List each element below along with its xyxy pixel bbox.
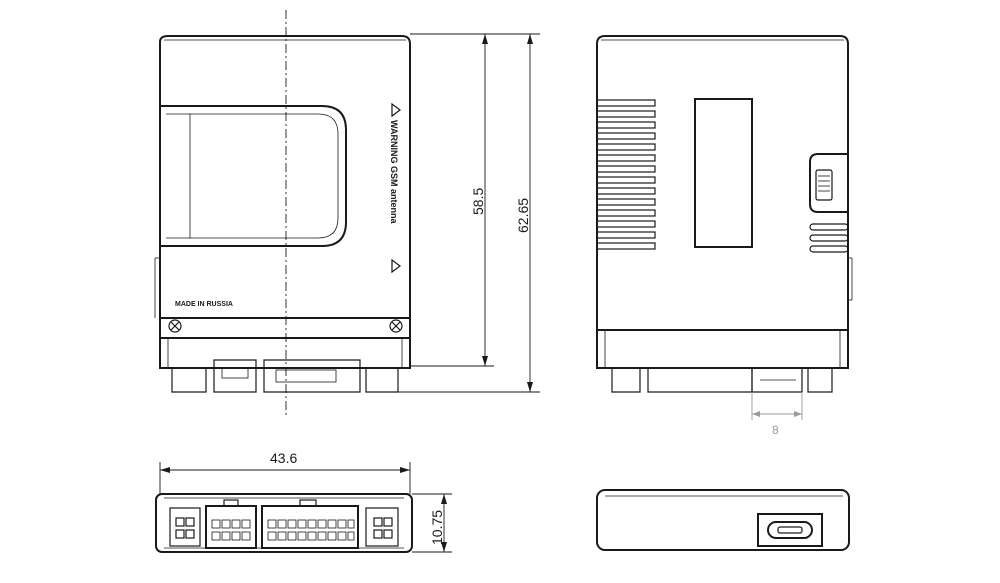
dim-height-total: 62.65 — [515, 198, 531, 233]
dim-depth: 10.75 — [429, 510, 445, 545]
front-body — [159, 35, 411, 319]
arrow-up-icon — [391, 102, 401, 118]
pin-spacing-dimension: 8 — [751, 392, 803, 437]
connector-block — [159, 337, 411, 369]
bottom-body — [155, 493, 413, 553]
sticker-area — [694, 98, 753, 248]
back-view — [596, 35, 853, 393]
label-window — [160, 105, 347, 247]
back-connector-block — [596, 329, 849, 369]
height-dimensions: 58.5 62.65 — [398, 33, 540, 393]
side-view — [596, 489, 850, 551]
arrow-down-icon — [391, 258, 401, 274]
connector-2x4 — [205, 505, 257, 549]
screw-left-icon — [168, 319, 182, 333]
back-body — [596, 35, 849, 331]
bottom-view: 43.6 — [155, 450, 452, 553]
screw-band — [159, 317, 411, 339]
tab-2 — [213, 359, 257, 393]
dim-height-inner: 58.5 — [470, 188, 486, 215]
screw-right-icon — [389, 319, 403, 333]
dim-pin-spacing: 8 — [772, 423, 779, 437]
connector-left — [169, 507, 201, 547]
vent-grille — [596, 99, 656, 250]
warning-label: WARNING GSM antenna — [389, 120, 399, 224]
made-in-label: MADE IN RUSSIA — [175, 301, 233, 308]
micro-usb-recess — [757, 513, 823, 547]
micro-usb-icon — [767, 521, 813, 539]
tab-1 — [171, 368, 207, 393]
side-body — [596, 489, 850, 551]
front-view: WARNING GSM antenna MADE IN RUSSIA — [154, 10, 411, 418]
usb-side-port — [809, 153, 848, 213]
dim-width: 43.6 — [270, 450, 297, 466]
usb-icon — [815, 169, 833, 201]
connector-right — [365, 507, 399, 547]
tab-3 — [263, 359, 361, 393]
tab-4 — [365, 368, 399, 393]
